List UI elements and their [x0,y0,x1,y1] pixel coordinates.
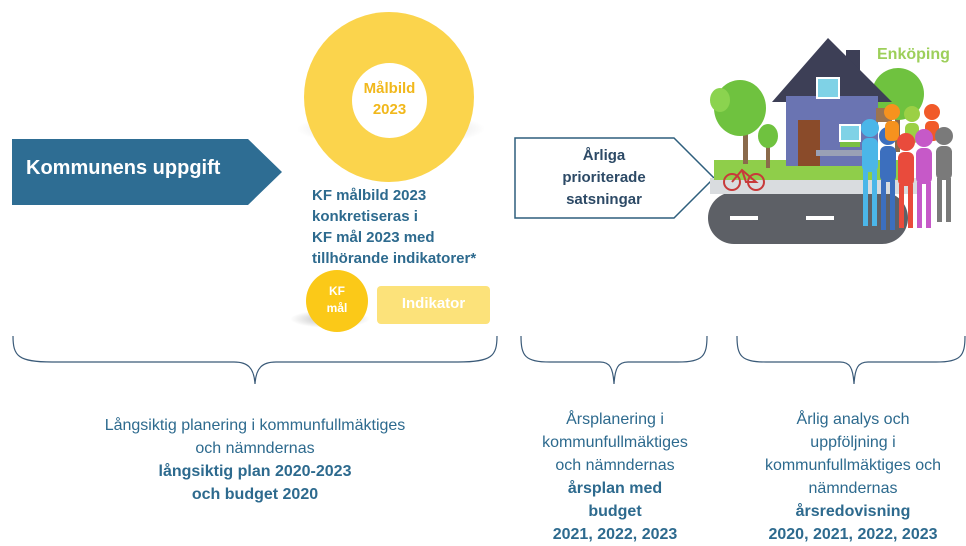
bottom-text-col3: Årlig analys och uppföljning i kommunful… [740,408,966,546]
mid-arrow-label: Årliga prioriterade satsningar [530,145,678,211]
people-icon [861,104,953,230]
kf-description-line: KF mål 2023 med [312,229,435,246]
bottom-col3-line: kommunfullmäktiges och [764,457,942,474]
bottom-col1-line: Långsiktig planering i kommunfullmäktige… [104,417,406,434]
bottom-col2-bold-line: budget [588,503,642,520]
goal-label-line1: Målbild [363,80,416,97]
bottom-col2-line: kommunfullmäktiges [542,434,688,451]
bottom-col3-line: Årlig analys och [796,411,910,428]
indicator-label: Indikator [401,295,466,312]
bottom-col2-line: och nämndernas [555,457,675,474]
bottom-col1-line: och nämndernas [195,440,315,457]
bottom-col3-bold-line: årsredovisning [795,503,911,520]
brace-right [736,336,966,385]
bottom-col2-line: Årsplanering i [566,411,664,428]
goal-label-line2: 2023 [372,101,407,118]
town-illustration [708,38,953,244]
kf-description-line: KF målbild 2023 [312,187,427,204]
brace-left [12,336,498,385]
bottom-text-col1: Långsiktig planering i kommunfullmäktige… [60,414,450,506]
mid-arrow-line: prioriterade [562,169,646,186]
kf-description-line: konkretiseras i [312,208,418,225]
kf-mal-label-line1: KF [329,284,345,298]
kf-mal-label: KF mål [306,283,368,317]
kf-description-line: tillhörande indikatorer* [312,250,477,267]
enkoping-brand: Enköping [877,46,950,63]
kf-mal-label-line2: mål [326,301,348,315]
goal-label: Målbild 2023 [352,78,427,120]
bottom-col3-bold-line: 2020, 2021, 2022, 2023 [768,526,938,543]
bicycle-icon [723,168,765,191]
bottom-col1-bold-line: och budget 2020 [191,486,319,503]
kommunens-uppgift-label: Kommunens uppgift [26,157,221,179]
mid-arrow-line: Årliga [582,147,626,164]
mid-arrow-shape [514,137,716,219]
left-arrow-shape [12,139,282,205]
bottom-col3-line: nämndernas [808,480,898,497]
bottom-text-col2: Årsplanering i kommunfullmäktiges och nä… [515,408,715,546]
bottom-col3-line: uppföljning i [810,434,896,451]
goal-inner-circle [352,63,427,138]
brace-middle [520,336,708,385]
bottom-col2-bold-line: 2021, 2022, 2023 [552,526,678,543]
indicator-box [377,286,490,324]
bottom-col1-bold-line: långsiktig plan 2020-2023 [158,463,352,480]
bottom-col2-bold-line: årsplan med [567,480,663,497]
mid-arrow-line: satsningar [566,191,642,208]
kf-description: KF målbild 2023 konkretiseras i KF mål 2… [312,185,512,269]
kf-mal-circle [306,270,368,332]
